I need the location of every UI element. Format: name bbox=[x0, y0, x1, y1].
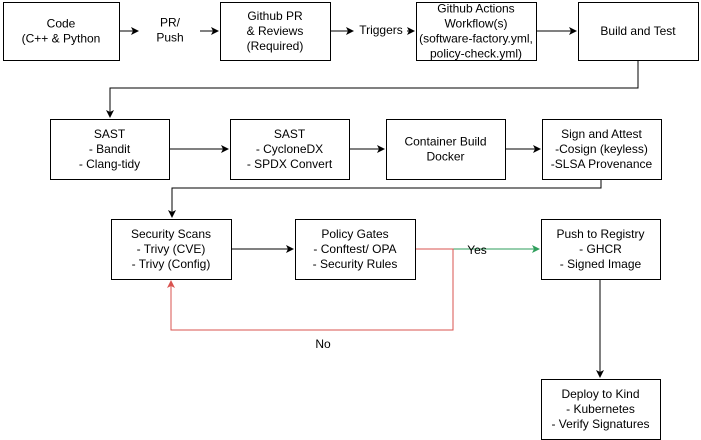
node-github-actions-line-1: Workflow(s) bbox=[444, 17, 507, 31]
node-github-actions-line-3: policy-check.yml) bbox=[430, 47, 522, 61]
edge-sign-to-security bbox=[168, 179, 602, 218]
node-code: Code(C++ & Python bbox=[3, 2, 120, 61]
node-deploy-to-kind-line-1: - Kubernetes bbox=[566, 402, 635, 416]
node-push-to-registry-line-0: Push to Registry bbox=[556, 227, 644, 241]
node-github-actions-line-2: (software-factory.yml, bbox=[419, 32, 533, 46]
node-security-scans-line-2: - Trivy (Config) bbox=[132, 257, 211, 271]
node-security-scans-box bbox=[111, 219, 232, 280]
node-github-actions: Github ActionsWorkflow(s)(software-facto… bbox=[416, 2, 537, 61]
node-github-actions-line-0: Github Actions bbox=[437, 2, 514, 16]
node-sast-bandit: SAST- Bandit- Clang-tidy bbox=[50, 119, 170, 180]
node-push-to-registry-line-2: - Signed Image bbox=[560, 257, 642, 271]
node-security-scans-line-0: Security Scans bbox=[131, 227, 211, 241]
node-github-pr-line-2: (Required) bbox=[247, 39, 304, 53]
edges-layer bbox=[106, 27, 639, 378]
node-code-line-1: (C++ & Python bbox=[22, 32, 101, 46]
node-github-actions-box bbox=[416, 2, 537, 61]
node-pr-push-line-0: PR/ bbox=[160, 16, 181, 30]
node-pr-push-line-1: Push bbox=[156, 31, 183, 45]
node-deploy-to-kind-line-2: - Verify Signatures bbox=[551, 417, 649, 431]
node-build-and-test: Build and Test bbox=[578, 2, 699, 61]
node-github-pr-line-1: & Reviews bbox=[247, 24, 304, 38]
node-policy-gates-box bbox=[295, 219, 416, 280]
node-build-and-test-box bbox=[578, 2, 699, 61]
node-sign-and-attest-line-2: -SLSA Provenance bbox=[551, 157, 653, 171]
node-sast-cyclonedx-line-0: SAST bbox=[274, 127, 306, 141]
node-sast-cyclonedx-line-1: - CycloneDX bbox=[256, 142, 323, 156]
node-deploy-to-kind-box bbox=[541, 379, 661, 440]
node-sign-and-attest-box bbox=[542, 119, 662, 180]
edge-policy-no-to-security bbox=[167, 248, 454, 331]
node-build-and-test-line-0: Build and Test bbox=[600, 24, 676, 38]
node-push-to-registry-line-1: - GHCR bbox=[579, 242, 622, 256]
node-sign-and-attest-line-1: -Cosign (keyless) bbox=[555, 142, 648, 156]
node-sign-and-attest: Sign and Attest-Cosign (keyless)-SLSA Pr… bbox=[542, 119, 662, 180]
node-policy-gates: Policy Gates- Conftest/ OPA- Security Ru… bbox=[295, 219, 416, 280]
node-deploy-to-kind: Deploy to Kind- Kubernetes- Verify Signa… bbox=[541, 379, 661, 440]
node-github-pr-box bbox=[220, 2, 331, 61]
edge-build-to-sast1 bbox=[106, 60, 639, 118]
node-security-scans: Security Scans- Trivy (CVE)- Trivy (Conf… bbox=[111, 219, 232, 280]
node-sign-and-attest-line-0: Sign and Attest bbox=[561, 127, 642, 141]
node-github-pr-line-0: Github PR bbox=[247, 9, 303, 23]
node-push-to-registry: Push to Registry- GHCR- Signed Image bbox=[541, 219, 661, 280]
node-github-pr: Github PR& Reviews(Required) bbox=[220, 2, 331, 61]
node-code-line-0: Code bbox=[47, 17, 76, 31]
node-container-build-line-1: Docker bbox=[426, 150, 464, 164]
node-sast-bandit-line-1: - Bandit bbox=[89, 142, 131, 156]
node-sast-bandit-line-0: SAST bbox=[94, 127, 126, 141]
node-sast-cyclonedx-line-2: - SPDX Convert bbox=[247, 157, 333, 171]
node-triggers-line-0: Triggers bbox=[359, 23, 403, 37]
node-sast-cyclonedx: SAST- CycloneDX- SPDX Convert bbox=[230, 119, 350, 180]
node-policy-gates-line-2: - Security Rules bbox=[313, 257, 398, 271]
edge-policy-no-to-security-label: No bbox=[315, 337, 331, 351]
nodes-layer: Code(C++ & Python PR/Push Github PR& Revie… bbox=[3, 2, 699, 440]
edge-policy-yes-to-registry-label: Yes bbox=[467, 243, 487, 257]
node-code-box bbox=[3, 2, 120, 61]
node-push-to-registry-box bbox=[541, 219, 661, 280]
node-triggers: Triggers bbox=[359, 23, 403, 37]
node-sast-cyclonedx-box bbox=[230, 119, 350, 180]
node-container-build-line-0: Container Build bbox=[404, 135, 486, 149]
node-security-scans-line-1: - Trivy (CVE) bbox=[137, 242, 206, 256]
node-sast-bandit-line-2: - Clang-tidy bbox=[79, 157, 140, 171]
node-container-build-box bbox=[386, 119, 506, 180]
node-policy-gates-line-0: Policy Gates bbox=[321, 227, 388, 241]
node-sast-bandit-box bbox=[50, 119, 170, 180]
node-policy-gates-line-1: - Conftest/ OPA bbox=[313, 242, 396, 256]
node-pr-push: PR/Push bbox=[156, 16, 183, 45]
node-deploy-to-kind-line-0: Deploy to Kind bbox=[561, 387, 639, 401]
